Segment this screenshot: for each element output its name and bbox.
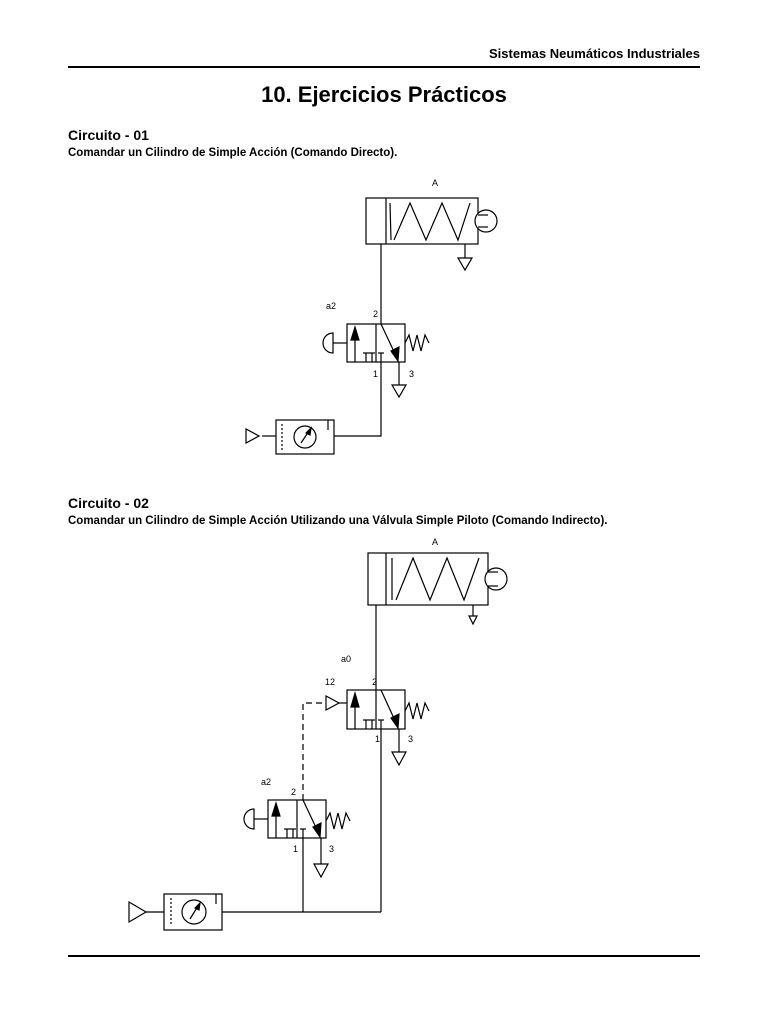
pilot-port-1-label: 1 — [375, 734, 380, 744]
cylinder-label: A — [432, 178, 438, 188]
push-button-valve-2: a2 2 1 3 — [243, 777, 351, 879]
cylinder-2-label: A — [432, 537, 438, 547]
port-2-label: 2 — [373, 309, 378, 319]
push-port-1-label: 1 — [293, 844, 298, 854]
port-3-label: 3 — [409, 369, 414, 379]
header-rule — [68, 66, 700, 68]
circuit-01-title: Circuito - 01 — [68, 127, 149, 143]
push-valve-label: a2 — [261, 777, 271, 787]
valve-label: a2 — [326, 301, 336, 311]
footer-rule — [68, 955, 700, 957]
single-acting-cylinder-2: A — [367, 537, 508, 626]
page-title: 10. Ejercicios Prácticos — [261, 82, 507, 107]
port-1-label: 1 — [373, 369, 378, 379]
circuit-02-description: Comandar un Cilindro de Simple Acción Ut… — [68, 515, 608, 527]
push-port-2-label: 2 — [291, 787, 296, 797]
push-port-3-label: 3 — [329, 844, 334, 854]
pilot-port-12-label: 12 — [325, 677, 335, 687]
pilot-valve-label: a0 — [341, 654, 351, 664]
pilot-port-3-label: 3 — [408, 734, 413, 744]
push-button-valve: a2 2 1 3 — [322, 301, 430, 399]
circuit-01-description: Comandar un Cilindro de Simple Acción (C… — [68, 147, 398, 159]
pilot-valve: a0 12 2 1 3 — [325, 654, 430, 767]
circuit-02-title: Circuito - 02 — [68, 495, 149, 511]
circuit-01-diagram: A a2 2 1 — [245, 178, 498, 455]
pilot-port-2-label: 2 — [372, 677, 377, 687]
single-acting-cylinder: A — [365, 178, 498, 272]
header-title: Sistemas Neumáticos Industriales — [489, 46, 700, 61]
air-service-unit — [245, 419, 335, 455]
air-service-unit-2 — [128, 893, 223, 931]
circuit-02-diagram: A a0 12 2 1 3 — [128, 537, 508, 931]
